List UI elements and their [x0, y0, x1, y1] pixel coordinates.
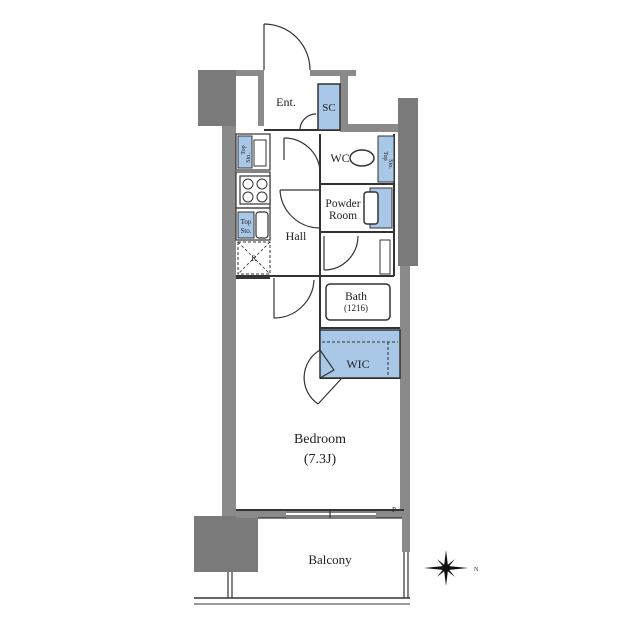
room-label-bedroom: Bedroom	[294, 432, 346, 447]
right-wall	[400, 266, 410, 516]
column-top-left	[198, 70, 236, 126]
toilet	[349, 149, 375, 167]
wc-top-storage	[377, 135, 395, 183]
top-wall-right	[310, 70, 356, 76]
kitchen-fixtures	[237, 135, 271, 275]
room-label-wc: WC	[330, 151, 349, 165]
walls	[194, 70, 418, 572]
label-top-storage-kitchen-2: Sto.	[240, 227, 251, 235]
upper-right-wall	[340, 124, 404, 132]
room-label-hall: Hall	[286, 229, 307, 243]
room-label-bath-size: (1216)	[344, 303, 368, 313]
label-top-storage-wc-2: Sto.	[387, 159, 393, 169]
compass-north-label: N	[474, 567, 479, 573]
label-top-storage-upper-1: Top	[241, 145, 247, 154]
room-label-powder-1: Powder	[325, 198, 360, 210]
room-label-bath: Bath	[345, 291, 367, 303]
refrigerator-mark: R	[251, 254, 257, 263]
left-wall	[222, 126, 236, 516]
entrance-side-wall	[340, 70, 348, 130]
compass: N	[424, 550, 479, 586]
room-label-wic: WIC	[346, 357, 369, 371]
doors	[263, 23, 359, 405]
top-wall-left	[236, 70, 264, 76]
partitions	[235, 83, 404, 511]
room-label-powder-2: Room	[329, 210, 357, 222]
stove	[239, 175, 271, 205]
label-top-storage-kitchen-1: Top	[241, 218, 252, 226]
bath-fixtures	[325, 239, 391, 321]
washbasin	[363, 191, 379, 225]
shelf-unit	[253, 139, 267, 167]
compass-star-icon	[424, 550, 468, 586]
balcony	[194, 517, 410, 605]
top-storage-upper	[237, 135, 253, 169]
pipe-shaft-mark: P	[392, 506, 396, 514]
column-bottom-left	[194, 516, 258, 572]
shoe-closet	[317, 83, 341, 131]
column-right	[398, 98, 418, 266]
entrance-left-wall	[258, 70, 264, 126]
sink	[255, 211, 269, 239]
room-label-shoe-closet: SC	[322, 102, 335, 114]
room-label-entrance: Ent.	[276, 95, 296, 109]
bottom-wall-right	[376, 510, 410, 518]
bottom-wall-left	[236, 510, 286, 518]
room-label-balcony: Balcony	[308, 552, 352, 567]
balcony-right-wall	[402, 518, 410, 552]
window	[286, 510, 376, 518]
label-top-storage-wc-1: Top	[382, 151, 388, 160]
room-label-bedroom-size: (7.3J)	[304, 452, 337, 467]
label-top-storage-upper-2: Sto.	[246, 153, 252, 163]
top-storage-kitchen	[237, 211, 255, 239]
wc-fixtures	[349, 135, 395, 229]
bathtub	[325, 283, 391, 321]
